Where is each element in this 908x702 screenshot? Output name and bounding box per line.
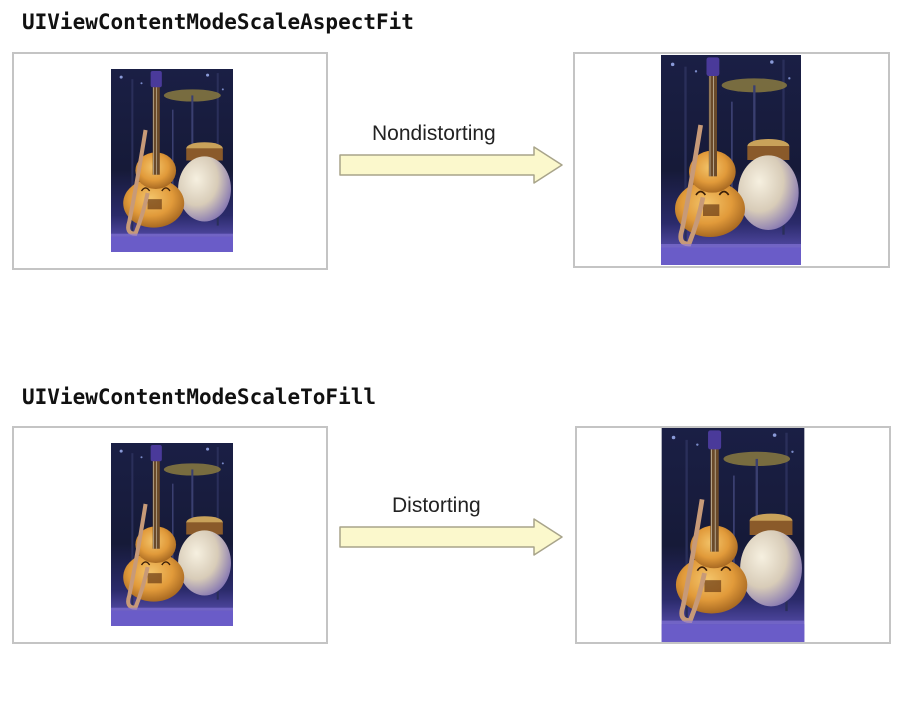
guitar-photo-icon [577,428,889,642]
guitar-photo-icon [111,69,233,252]
scale-to-fill-source-view [12,426,328,644]
distorting-label: Distorting [392,494,481,517]
guitar-photo-icon [661,54,801,266]
aspect-fit-result-view [573,52,890,268]
scale-to-fill-title: UIViewContentModeScaleToFill [22,385,377,409]
right-arrow-icon [339,146,563,184]
scale-to-fill-result-view [575,426,891,644]
right-arrow-icon [339,518,563,556]
aspect-fit-source-view [12,52,328,270]
aspect-fit-title: UIViewContentModeScaleAspectFit [22,10,414,34]
guitar-photo-icon [111,443,233,626]
nondistorting-label: Nondistorting [372,122,496,145]
